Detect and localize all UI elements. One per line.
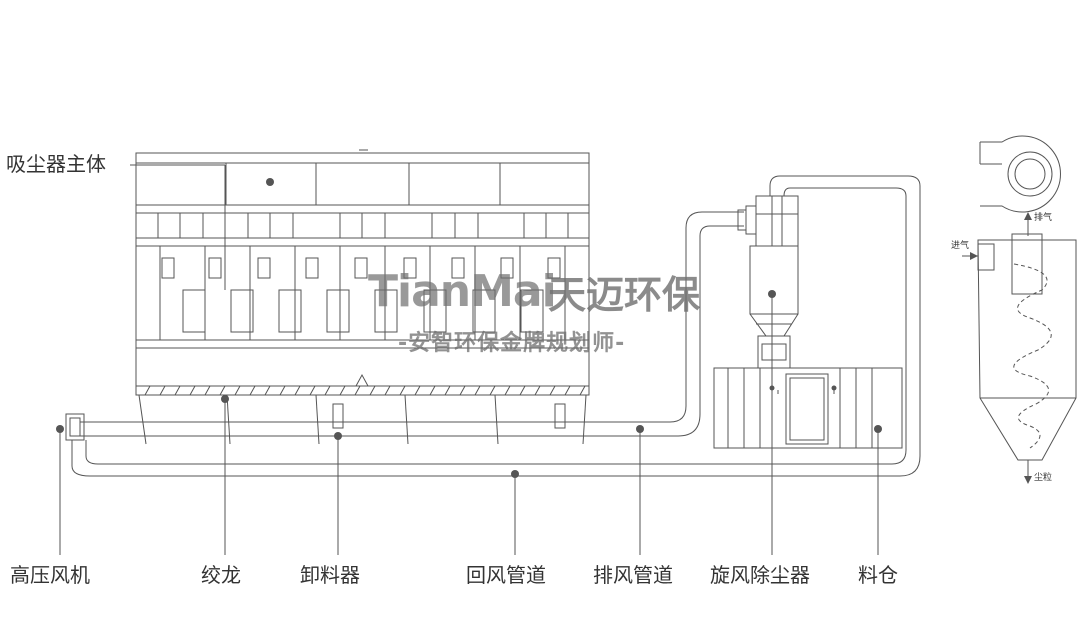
leader-markers	[56, 178, 882, 478]
leader-lines	[59, 164, 879, 555]
exhaust-arrow-icon	[1024, 212, 1032, 220]
label-dust: 尘粒	[1034, 473, 1053, 483]
silo-unit	[713, 367, 903, 449]
watermark-brand-en: TianMai	[368, 266, 557, 317]
label-exhaust: 排气	[1034, 213, 1053, 223]
label-silo: 料仓	[858, 563, 898, 587]
intake-arrow-icon	[970, 252, 978, 260]
cyclone-detail-schematic	[962, 135, 1077, 478]
watermark-slogan: -安智环保金牌规划师-	[398, 331, 626, 356]
duct-lines	[65, 175, 921, 477]
label-auger: 绞龙	[201, 563, 241, 587]
main-body-unit	[135, 149, 590, 445]
cyclone-unit	[737, 195, 799, 369]
label-return-duct: 回风管道	[466, 563, 546, 587]
label-exhaust-duct: 排风管道	[593, 563, 673, 587]
label-fan: 高压风机	[10, 563, 90, 587]
label-main-body: 吸尘器主体	[6, 152, 106, 176]
watermark-brand-cn: 天迈环保	[548, 273, 701, 317]
label-discharger: 卸料器	[300, 563, 360, 587]
label-cyclone: 旋风除尘器	[710, 563, 810, 587]
label-intake: 进气	[951, 241, 970, 251]
dust-arrow-icon	[1024, 476, 1032, 484]
flow-arrows	[970, 212, 1032, 484]
